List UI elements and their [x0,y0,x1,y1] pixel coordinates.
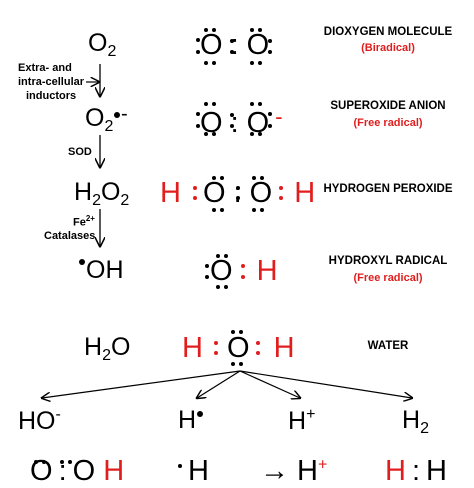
o2-lewis: O:O [200,29,270,61]
water-lewis: H O H [182,332,295,364]
hydroxyl-lewis: O H [210,255,278,287]
h2o2-lewis: H O:O H [160,177,316,209]
water-formula: H2O [84,333,131,364]
product-h-radical: H [178,406,197,434]
h2o2-lewis-dots [193,176,283,212]
product-h2: H2 [402,406,429,438]
arrow-to-h-radical [197,370,241,398]
bottom-hplus-lewis: → H+ [260,455,328,487]
name-dioxygen: DIOXYGEN MOLECULE [323,26,453,38]
name-superoxide: SUPEROXIDE ANION [330,100,446,112]
inductors-line3: inductors [26,90,77,102]
inductors-line1: Extra- and [18,62,72,74]
superoxide-formula: O2 [85,104,114,135]
superoxide-lewis: O:O- [200,104,283,139]
product-ho-charge: - [55,406,61,423]
o2-lewis-dots [196,28,272,65]
product-h2-sub: 2 [420,420,429,437]
product-h-plus-charge: + [306,406,316,423]
sub-hydroxyl: (Free radical) [353,272,423,284]
inductors-line2: intra-cellular [18,76,85,88]
catalases-label: Catalases [44,230,96,242]
product-h-plus: H+ [288,406,315,436]
sub-superoxide: (Free radical) [353,117,423,129]
fe-symbol: Fe [73,216,86,229]
bottom-row-dots [34,460,182,468]
product-ho: HO- [18,406,61,436]
product-h-plus-text: H [288,407,307,435]
superoxide-lewis-dots [196,102,272,136]
bottom-h-lewis: H [188,455,209,487]
arrow-to-h-plus [239,370,300,398]
name-hydroxyl: HYDROXYL RADICAL [328,255,448,267]
hydroxyl-radical-dot [79,259,85,265]
hydroxyl-lewis-dots [205,254,245,289]
superoxide-radical-dot [114,112,120,118]
superoxide-charge: - [121,103,128,125]
bottom-h2-lewis: H:H [385,455,447,487]
arrow-to-ho [42,370,241,398]
o2-formula: O2 [88,29,117,60]
product-ho-text: HO [18,407,56,435]
inductors-label: Extra- and intra-cellular inductors [18,61,84,103]
sub-dioxygen: (Biradical) [361,42,415,54]
hydroxyl-formula: OH [86,256,124,284]
fe-label: Fe2+ [73,212,95,230]
arrows-layer [34,28,474,468]
name-h2o2: HYDROGEN PEROXIDE [323,183,453,195]
product-h2-text: H [402,406,421,434]
h2o2-formula: H2O2 [74,178,130,209]
arrow-to-h2 [239,370,412,398]
h-radical-dot [197,411,203,417]
name-water: WATER [367,340,409,352]
water-lewis-dots [214,330,260,366]
fe-charge: 2+ [85,214,95,223]
sod-label: SOD [68,146,92,158]
